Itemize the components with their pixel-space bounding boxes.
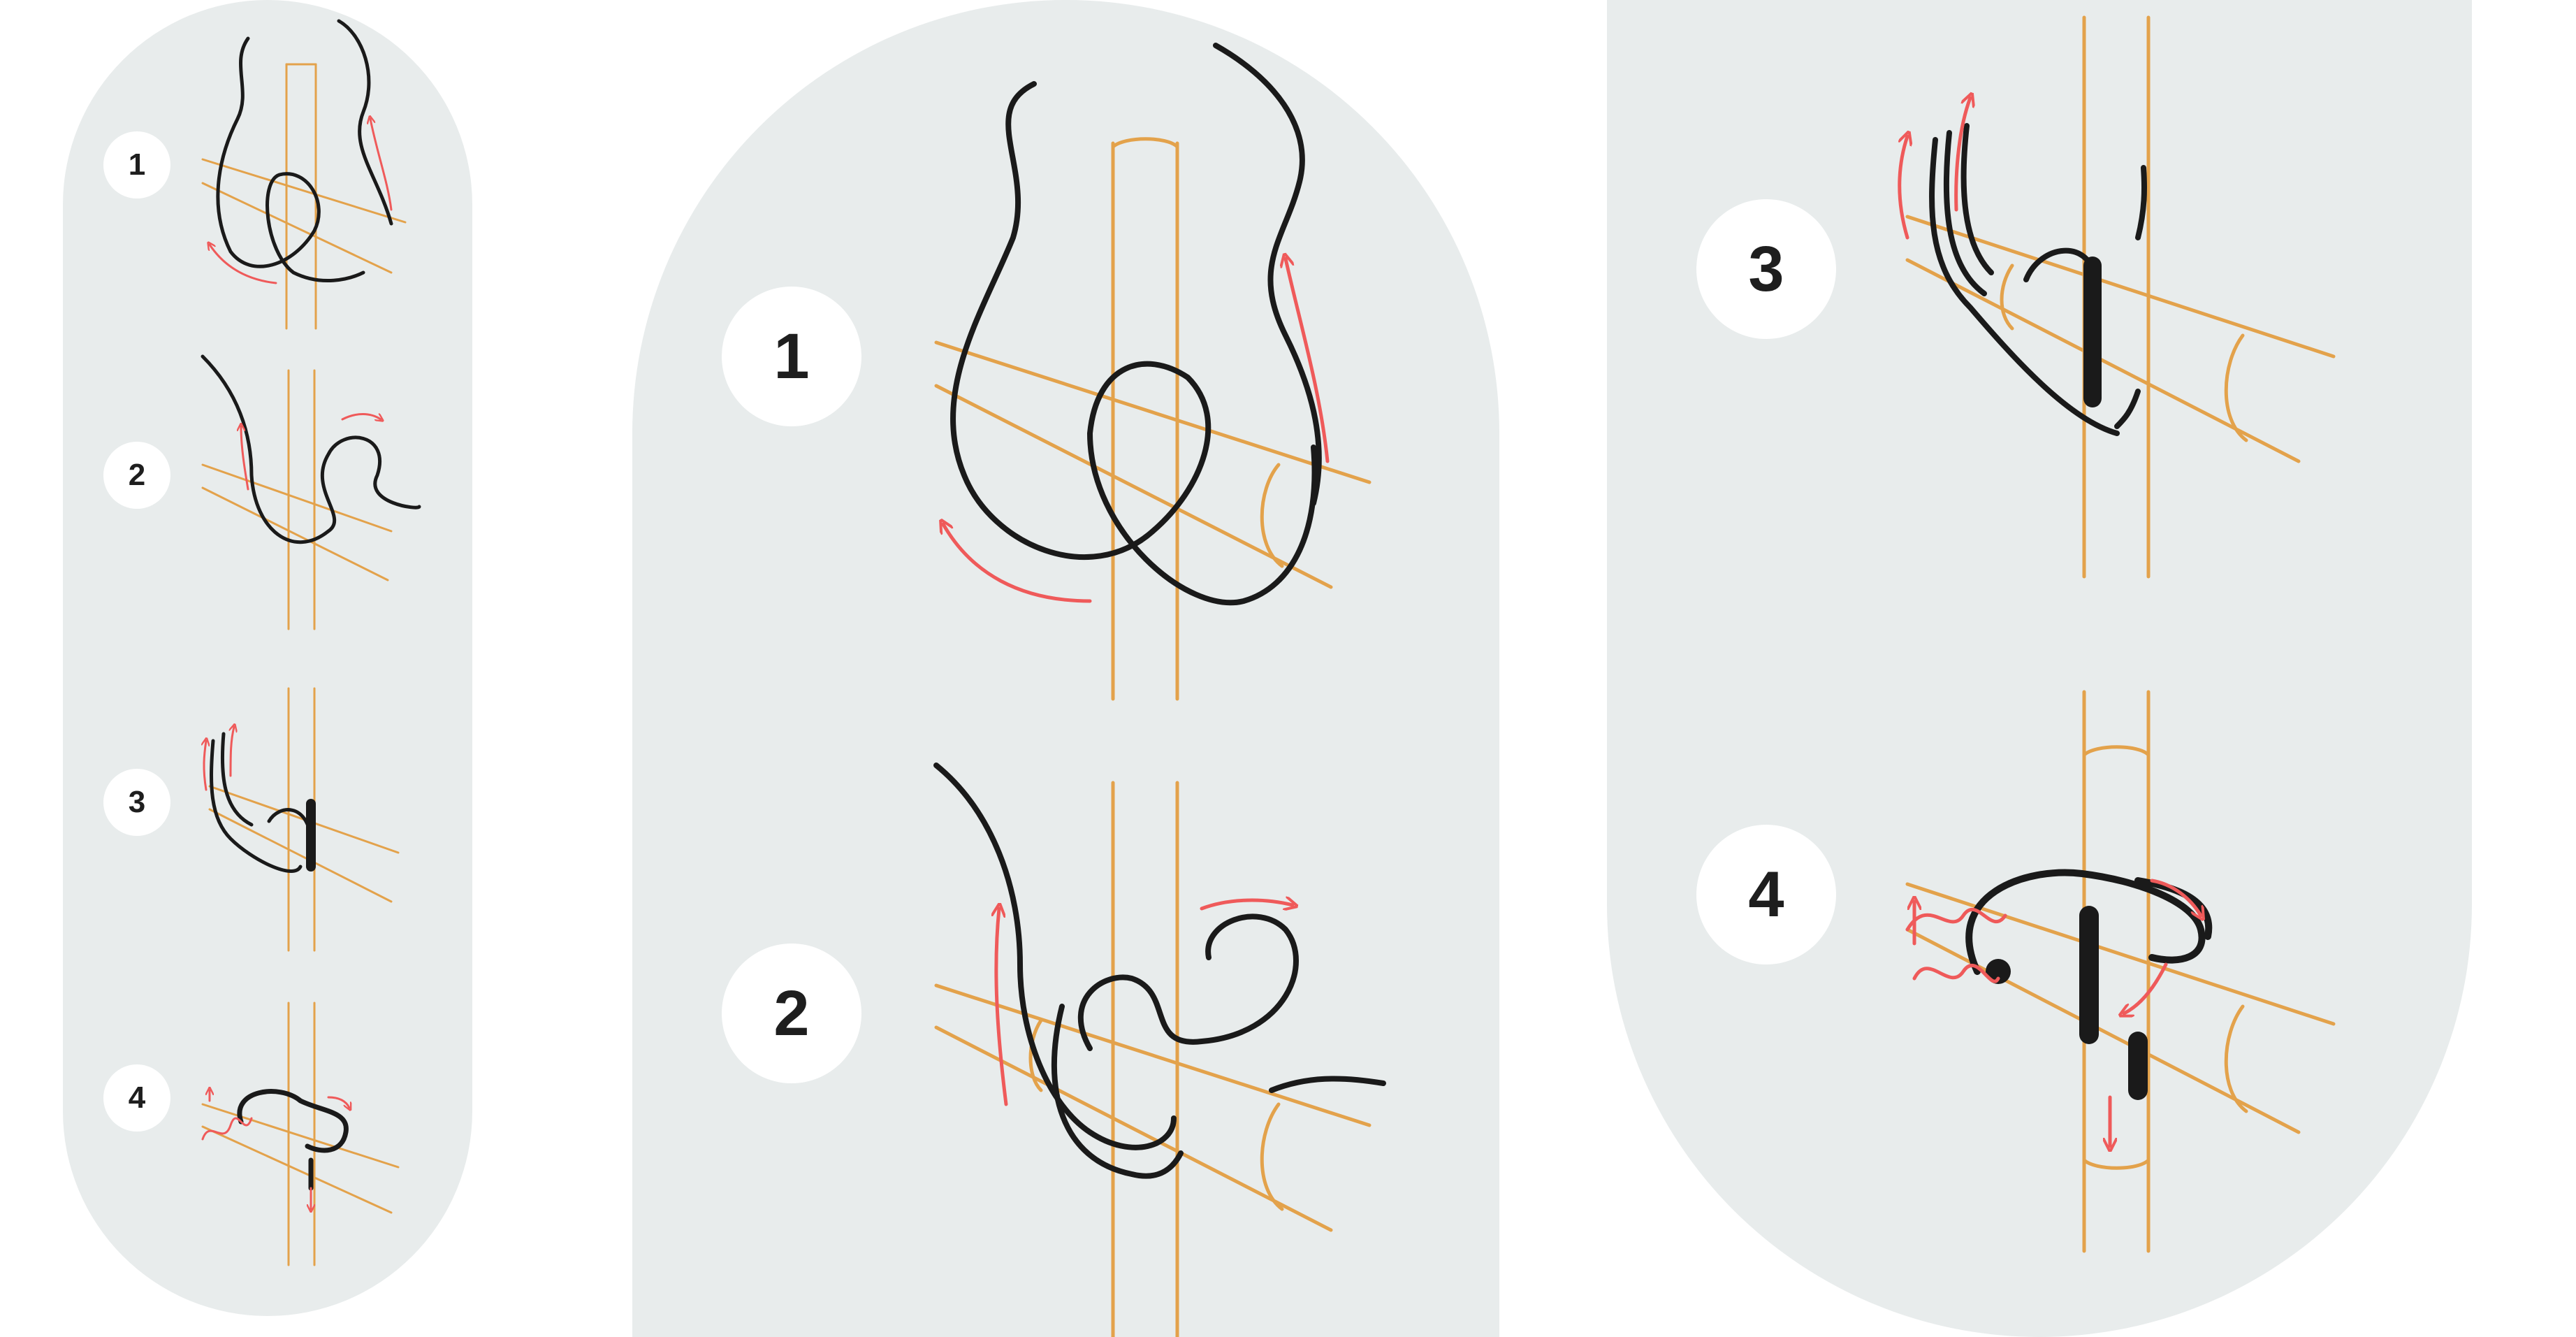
step-1-small-illustration xyxy=(201,19,407,330)
step-badge-4-small: 4 xyxy=(103,1064,170,1132)
step-badge-3-large: 3 xyxy=(1696,199,1836,339)
step-badge-4-large: 4 xyxy=(1696,825,1836,964)
step-4-small-illustration xyxy=(201,1002,400,1266)
step-2-small-illustration xyxy=(201,354,421,630)
step-2-large-illustration xyxy=(933,763,1386,1337)
step-3-small-illustration xyxy=(204,687,400,952)
step-badge-1-large: 1 xyxy=(722,287,861,426)
step-1-large-illustration xyxy=(934,43,1371,701)
step-4-large-illustration xyxy=(1905,690,2336,1253)
step-badge-1-small: 1 xyxy=(103,131,170,198)
step-badge-2-large: 2 xyxy=(722,944,861,1083)
step-badge-2-small: 2 xyxy=(103,442,170,509)
step-badge-3-small: 3 xyxy=(103,769,170,836)
step-3-large-illustration xyxy=(1898,15,2336,579)
